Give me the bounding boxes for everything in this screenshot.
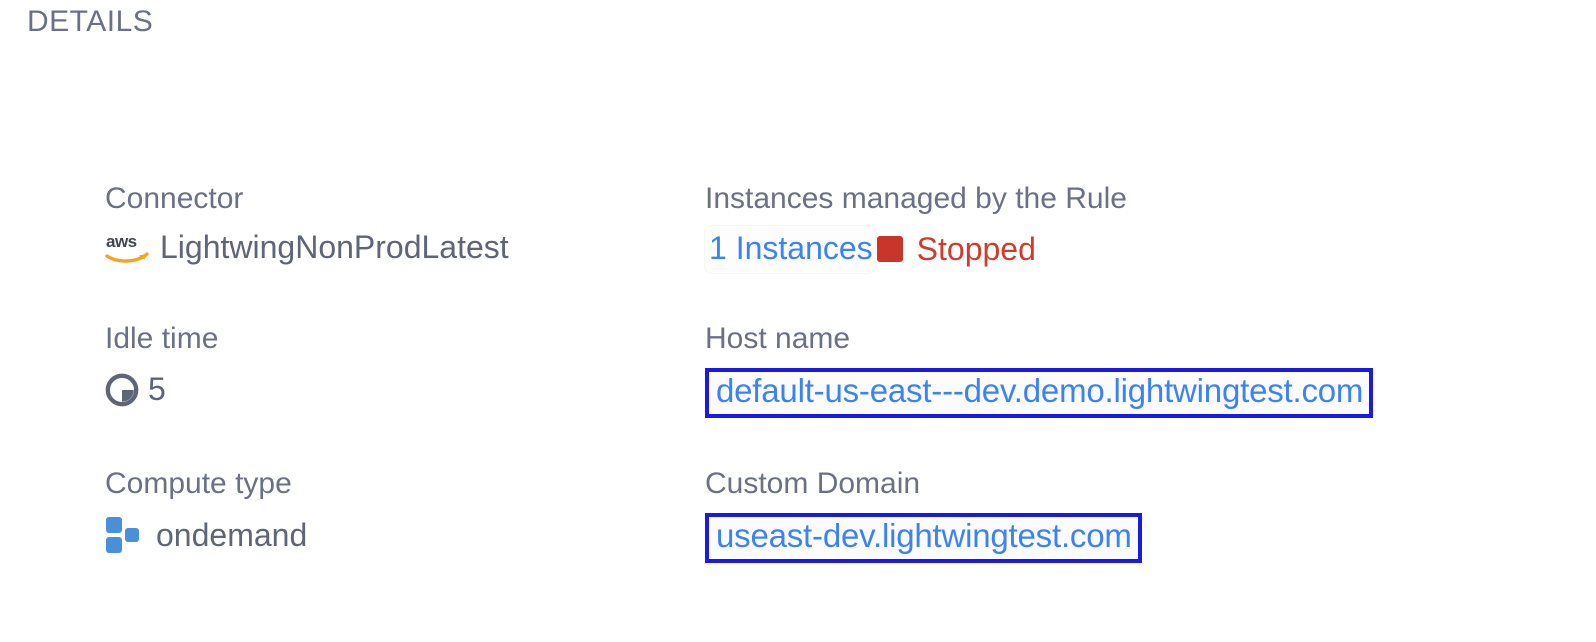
idle-time-hours: 5 (148, 371, 166, 408)
field-connector: Connector aws LightwingNonProdLatest (105, 180, 705, 270)
compute-type-name: ondemand (156, 516, 308, 553)
aws-icon: aws (105, 231, 151, 265)
custom-domain-label: Custom Domain (705, 467, 921, 501)
field-idle-time: Idle time 5 (105, 320, 705, 412)
host-name-label: Host name (705, 322, 851, 356)
field-compute-type: Compute type ondemand (105, 465, 705, 557)
stopped-square-icon (876, 236, 903, 263)
custom-domain-value: useast-dev.lightwingtest.com (705, 512, 1565, 564)
page-title: DETAILS (27, 5, 154, 38)
status-label: Stopped (916, 231, 1036, 268)
details-grid: Connector aws LightwingNonProdLatest Ins… (105, 180, 1565, 564)
compute-type-value: ondemand (105, 513, 705, 557)
svg-text:aws: aws (106, 232, 137, 251)
host-name-value: default-us-east---dev.demo.lightwingtest… (705, 367, 1565, 419)
connector-value: aws LightwingNonProdLatest (105, 226, 705, 270)
status-badge: Stopped (876, 230, 1036, 268)
connector-label: Connector (105, 182, 244, 215)
host-name-annotation-box: default-us-east---dev.demo.lightwingtest… (705, 367, 1374, 419)
detail-row: Idle time 5 Host name (105, 320, 1565, 419)
host-name-link[interactable]: default-us-east---dev.demo.lightwingtest… (716, 371, 1364, 409)
field-instances: Instances managed by the Rule 1 Instance… (705, 180, 1565, 274)
idle-time-label: Idle time (105, 322, 219, 356)
field-custom-domain: Custom Domain useast-dev.lightwingtest.c… (705, 465, 1565, 564)
clock-icon (105, 373, 139, 407)
detail-row: Connector aws LightwingNonProdLatest Ins… (105, 180, 1565, 274)
instances-label: Instances managed by the Rule (705, 182, 1127, 215)
idle-time-value: 5 (105, 368, 705, 412)
compute-squares-icon (105, 516, 147, 554)
instances-count-link[interactable]: 1 Instances (705, 225, 875, 274)
compute-type-label: Compute type (105, 467, 292, 501)
instances-value: 1 Instances Stopped (705, 225, 1565, 274)
field-host-name: Host name default-us-east---dev.demo.lig… (705, 320, 1565, 419)
custom-domain-annotation-box: useast-dev.lightwingtest.com (705, 512, 1142, 564)
connector-name: LightwingNonProdLatest (160, 229, 509, 266)
custom-domain-link[interactable]: useast-dev.lightwingtest.com (716, 516, 1132, 554)
detail-row: Compute type ondemand Custom Domain usea… (105, 465, 1565, 564)
